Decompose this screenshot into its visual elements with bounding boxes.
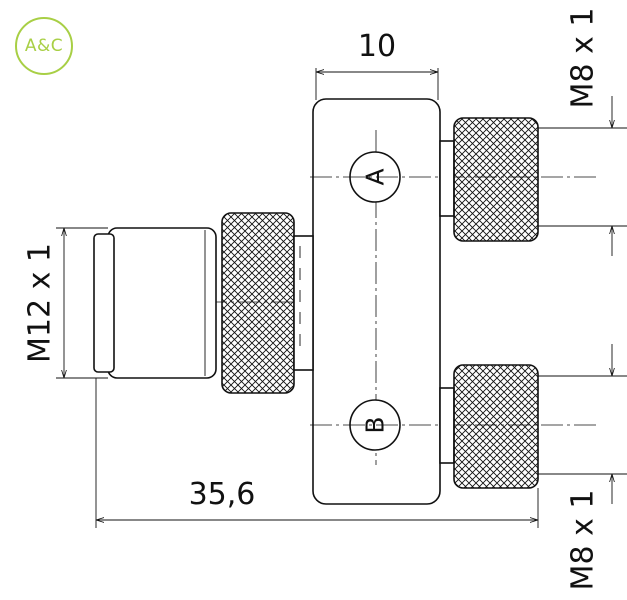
dimension-male-thread: M12 x 1: [23, 227, 108, 379]
logo-text: A&C: [24, 36, 64, 56]
dimension-top-width: 10: [315, 29, 439, 100]
male-connector-m12: [93, 212, 314, 394]
port-a-marker: A: [310, 151, 600, 203]
female-connector-bottom: [439, 364, 539, 489]
port-b-marker: B: [310, 399, 600, 451]
dimension-female-thread-top: M8 x 1: [538, 8, 627, 256]
dim-top-width-label: 10: [358, 29, 396, 64]
dim-male-thread-label: M12 x 1: [23, 243, 58, 363]
dimension-female-thread-bottom: M8 x 1: [538, 344, 627, 590]
dimension-overall-length: 35,6: [95, 378, 539, 528]
port-a-label: A: [361, 168, 390, 185]
port-b-label: B: [361, 416, 390, 433]
dim-female-thread-top-label: M8 x 1: [566, 8, 601, 109]
company-logo: A&C: [15, 17, 73, 75]
dim-female-thread-bottom-label: M8 x 1: [566, 490, 601, 591]
female-connector-top: [439, 117, 539, 242]
dim-overall-length-label: 35,6: [189, 477, 256, 512]
